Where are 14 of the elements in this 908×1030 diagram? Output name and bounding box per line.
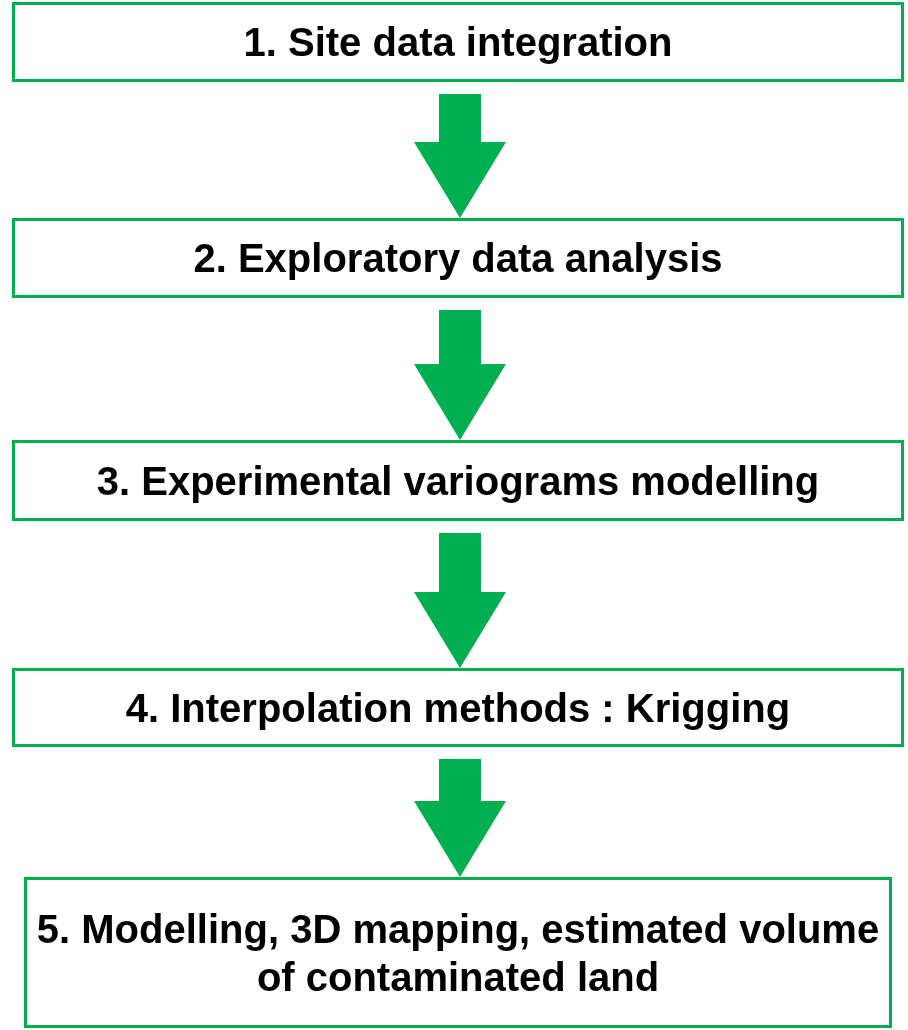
process-box [12,2,904,82]
process-box [24,877,892,1028]
step-label: 5. Modelling, 3D mapping, estimated volume of contaminated land [35,905,881,1001]
process-box [12,218,904,298]
step-label: 3. Experimental variograms modelling [96,457,820,505]
block-arrow [414,94,506,218]
block-arrow [414,310,506,440]
step-label: 4. Interpolation methods : Krigging [125,684,791,732]
process-box [12,668,904,747]
block-arrow [414,759,506,877]
process-box [12,440,904,521]
step-label: 1. Site data integration [243,19,673,66]
block-arrow [414,533,506,668]
step-label: 2. Exploratory data analysis [193,235,723,282]
